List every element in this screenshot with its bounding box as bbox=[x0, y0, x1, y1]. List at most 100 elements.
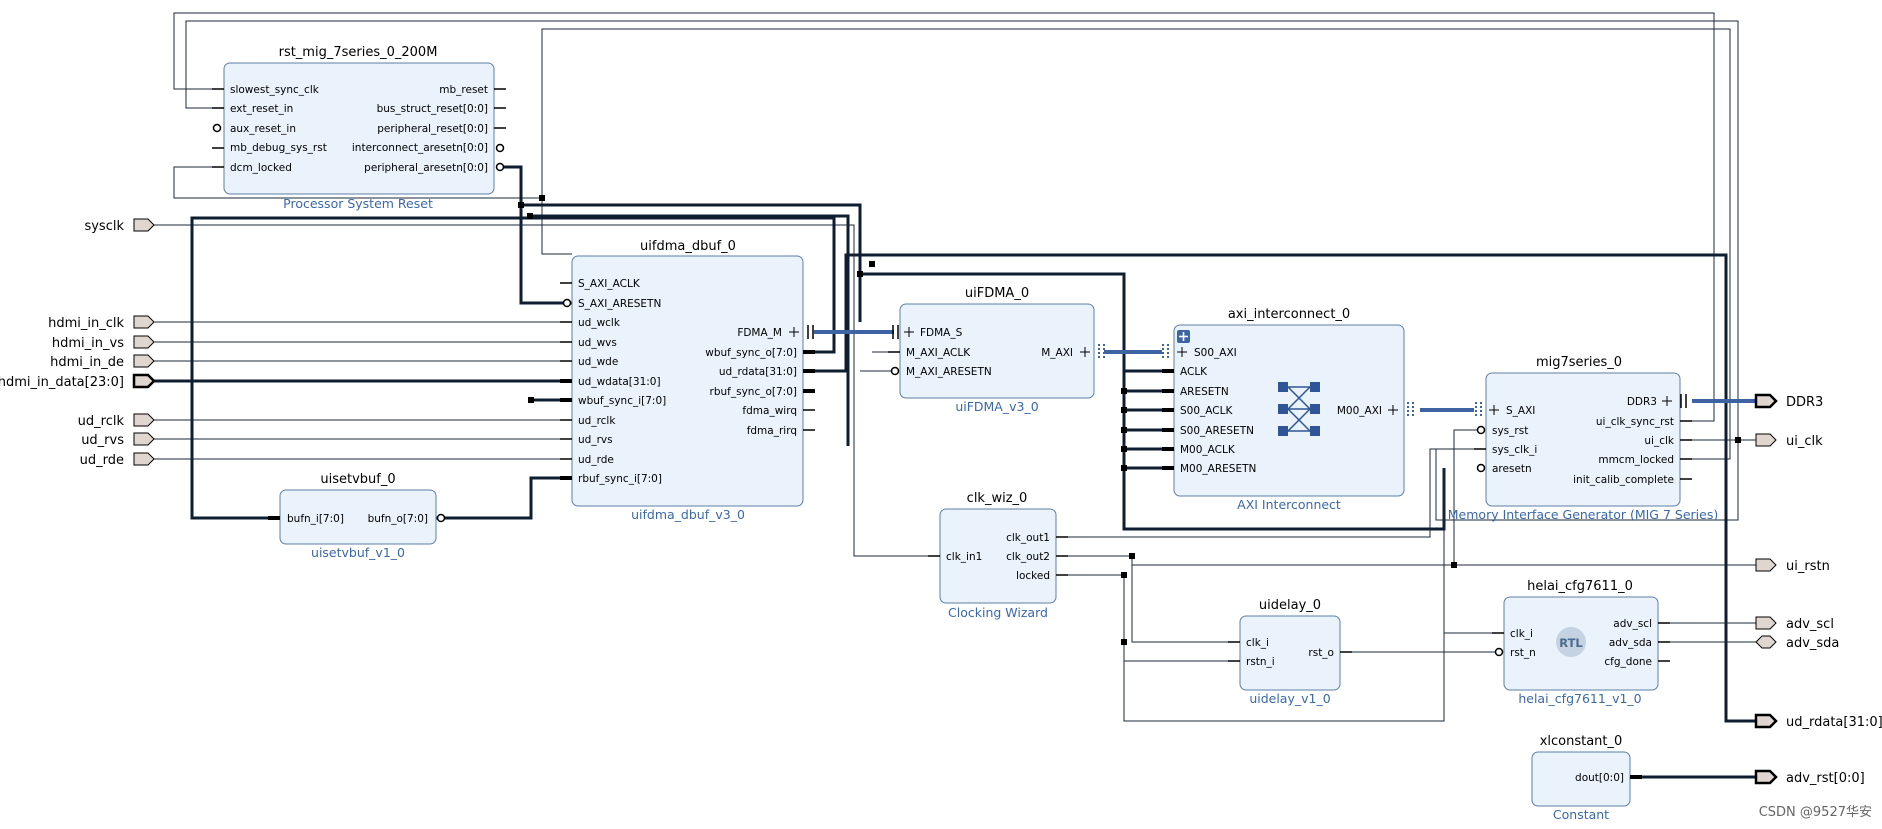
pin-mb-debug-sys-rst[interactable]: mb_debug_sys_rst bbox=[230, 142, 327, 154]
pin-rst-n[interactable]: rst_n bbox=[1510, 647, 1536, 659]
input-port-ud-rvs[interactable]: ud_rvs bbox=[81, 432, 155, 448]
pin-m-axi-aclk[interactable]: M_AXI_ACLK bbox=[906, 347, 971, 359]
pin-m00-aresetn[interactable]: M00_ARESETN bbox=[1180, 463, 1256, 475]
wire-peripheral-aresetn[interactable] bbox=[497, 165, 572, 305]
pin-aresetn[interactable]: ARESETN bbox=[1180, 386, 1229, 398]
pin-s00-axi[interactable]: S00_AXI bbox=[1194, 347, 1237, 359]
pin-ext-reset-in[interactable]: ext_reset_in bbox=[230, 103, 293, 115]
pin-clk-in1[interactable]: clk_in1 bbox=[946, 551, 982, 563]
output-port-ui-rstn[interactable]: ui_rstn bbox=[1755, 558, 1830, 574]
pin-fdma-wirq[interactable]: fdma_wirq bbox=[742, 405, 797, 417]
pin-aux-reset-in[interactable]: aux_reset_in bbox=[230, 123, 296, 135]
wire-locked[interactable] bbox=[1056, 468, 1445, 722]
pin-wbuf-sync-i[interactable]: wbuf_sync_i[7:0] bbox=[578, 395, 666, 407]
wire-aresetn-3[interactable] bbox=[530, 214, 850, 446]
pin-clk-out2[interactable]: clk_out2 bbox=[1006, 551, 1050, 563]
pin-ud-rdata[interactable]: ud_rdata[31:0] bbox=[719, 366, 797, 378]
plus-icon[interactable] bbox=[904, 327, 914, 337]
pin-clk-out1[interactable]: clk_out1 bbox=[1006, 532, 1050, 544]
pin-ud-wvs[interactable]: ud_wvs bbox=[578, 337, 617, 349]
pin-s00-aresetn[interactable]: S00_ARESETN bbox=[1180, 425, 1254, 437]
wire-ui-clk-to-rst[interactable] bbox=[185, 20, 1739, 440]
pin-m00-axi[interactable]: M00_AXI bbox=[1337, 405, 1382, 417]
output-port-adv-scl[interactable]: adv_scl bbox=[1755, 616, 1834, 632]
plus-icon[interactable] bbox=[1662, 396, 1672, 406]
pin-s-axi-aresetn[interactable]: S_AXI_ARESETN bbox=[578, 298, 661, 310]
plus-icon[interactable] bbox=[1388, 405, 1398, 415]
pin-locked[interactable]: locked bbox=[1016, 570, 1050, 582]
pin-clk-i[interactable]: clk_i bbox=[1246, 637, 1269, 649]
pin-fdma-rirq[interactable]: fdma_rirq bbox=[747, 425, 797, 437]
pin-peripheral-reset[interactable]: peripheral_reset[0:0] bbox=[377, 123, 488, 135]
wire-ui-rstn-2[interactable] bbox=[1453, 429, 1480, 565]
pin-adv-sda[interactable]: adv_sda bbox=[1609, 637, 1652, 649]
wire-ui-clk-sync-rst[interactable] bbox=[173, 12, 1715, 422]
pin-fdma-m[interactable]: FDMA_M bbox=[737, 327, 782, 339]
plus-icon[interactable] bbox=[1489, 405, 1499, 415]
pin-bus-struct-reset[interactable]: bus_struct_reset[0:0] bbox=[377, 103, 488, 115]
input-port-hdmi-in-data[interactable]: hdmi_in_data[23:0] bbox=[0, 373, 156, 390]
pin-adv-scl[interactable]: adv_scl bbox=[1613, 618, 1652, 630]
block-uifdma-dbuf[interactable]: uifdma_dbuf_0 uifdma_dbuf_v3_0 S_AXI_ACL… bbox=[560, 239, 815, 522]
output-port-adv-rst[interactable]: adv_rst[0:0] bbox=[1754, 769, 1865, 786]
pin-mb-reset[interactable]: mb_reset bbox=[439, 84, 488, 96]
pin-fdma-s[interactable]: FDMA_S bbox=[920, 327, 963, 339]
pin-ud-wdata[interactable]: ud_wdata[31:0] bbox=[578, 376, 661, 388]
input-port-hdmi-in-clk[interactable]: hdmi_in_clk bbox=[48, 315, 155, 331]
pin-m00-aclk[interactable]: M00_ACLK bbox=[1180, 444, 1236, 456]
pin-s00-aclk[interactable]: S00_ACLK bbox=[1180, 405, 1233, 417]
output-port-ud-rdata[interactable]: ud_rdata[31:0] bbox=[1754, 713, 1882, 730]
pin-rbuf-sync-o[interactable]: rbuf_sync_o[7:0] bbox=[710, 386, 797, 398]
pin-ud-rvs[interactable]: ud_rvs bbox=[578, 434, 613, 446]
block-mig[interactable]: mig7series_0 Memory Interface Generator … bbox=[1448, 355, 1718, 522]
wire-sysclk[interactable] bbox=[154, 224, 940, 557]
pin-rstn-i[interactable]: rstn_i bbox=[1246, 656, 1275, 668]
input-port-sysclk[interactable]: sysclk bbox=[84, 218, 155, 234]
block-clk-wiz[interactable]: clk_wiz_0 Clocking Wizard clk_in1 clk_ou… bbox=[928, 491, 1068, 620]
output-port-ddr3[interactable]: DDR3 bbox=[1754, 393, 1823, 410]
pin-s-axi[interactable]: S_AXI bbox=[1506, 405, 1535, 417]
plus-icon[interactable] bbox=[1177, 347, 1187, 357]
pin-wbuf-sync-o[interactable]: wbuf_sync_o[7:0] bbox=[705, 347, 797, 359]
pin-cfg-done[interactable]: cfg_done bbox=[1604, 656, 1652, 668]
pin-dout[interactable]: dout[0:0] bbox=[1575, 772, 1624, 784]
input-port-hdmi-in-vs[interactable]: hdmi_in_vs bbox=[52, 335, 155, 351]
wire-bufn-o[interactable] bbox=[436, 476, 572, 520]
pin-rst-o[interactable]: rst_o bbox=[1308, 647, 1334, 659]
pin-s-axi-aclk[interactable]: S_AXI_ACLK bbox=[578, 278, 641, 290]
block-xlconstant[interactable]: xlconstant_0 Constant dout[0:0] bbox=[1531, 734, 1642, 822]
wire-wbuf-sync[interactable] bbox=[190, 216, 836, 520]
pin-ui-clk[interactable]: ui_clk bbox=[1644, 435, 1675, 447]
pin-bufn-i[interactable]: bufn_i[7:0] bbox=[287, 513, 344, 525]
block-uidelay[interactable]: uidelay_0 uidelay_v1_0 clk_i rstn_i rst_… bbox=[1228, 598, 1352, 706]
block-uisetvbuf[interactable]: uisetvbuf_0 uisetvbuf_v1_0 bufn_i[7:0] b… bbox=[268, 472, 446, 560]
pin-interconnect-aresetn[interactable]: interconnect_aresetn[0:0] bbox=[352, 142, 488, 154]
pin-sys-clk-i[interactable]: sys_clk_i bbox=[1492, 444, 1537, 456]
pin-rbuf-sync-i[interactable]: rbuf_sync_i[7:0] bbox=[578, 473, 662, 485]
block-uifdma[interactable]: uiFDMA_0 uiFDMA_v3_0 FDMA_S M_AXI_ACLK M… bbox=[888, 286, 1105, 414]
pin-mmcm-locked[interactable]: mmcm_locked bbox=[1598, 454, 1674, 466]
pin-ud-wde[interactable]: ud_wde bbox=[578, 356, 618, 368]
wire-clk-out1[interactable] bbox=[1056, 448, 1486, 538]
pin-bufn-o[interactable]: bufn_o[7:0] bbox=[368, 513, 428, 525]
block-axi-interconnect[interactable]: axi_interconnect_0 AXI Interconnect S00_… bbox=[1162, 307, 1414, 512]
pin-m-axi[interactable]: M_AXI bbox=[1041, 347, 1073, 359]
plus-icon[interactable] bbox=[789, 327, 799, 337]
pin-ud-rde[interactable]: ud_rde bbox=[578, 454, 614, 466]
pin-ddr3[interactable]: DDR3 bbox=[1627, 396, 1657, 408]
pin-sys-rst[interactable]: sys_rst bbox=[1492, 425, 1528, 437]
wire-clk-out2[interactable] bbox=[1056, 555, 1238, 643]
pin-aresetn[interactable]: aresetn bbox=[1492, 463, 1532, 475]
pin-init-calib-complete[interactable]: init_calib_complete bbox=[1573, 474, 1674, 486]
block-helai[interactable]: helai_cfg7611_0 helai_cfg7611_v1_0 clk_i… bbox=[1492, 579, 1670, 706]
pin-aclk[interactable]: ACLK bbox=[1180, 366, 1208, 378]
pin-clk-i[interactable]: clk_i bbox=[1510, 628, 1533, 640]
pin-ud-rclk[interactable]: ud_rclk bbox=[578, 415, 616, 427]
block-rst-mig[interactable]: rst_mig_7series_0_200M Processor System … bbox=[212, 45, 506, 211]
expand-icon[interactable] bbox=[1177, 330, 1190, 343]
pin-slowest-sync-clk[interactable]: slowest_sync_clk bbox=[230, 84, 320, 96]
pin-ud-wclk[interactable]: ud_wclk bbox=[578, 317, 621, 329]
input-port-hdmi-in-de[interactable]: hdmi_in_de bbox=[50, 354, 155, 370]
output-port-adv-sda[interactable]: adv_sda bbox=[1755, 635, 1839, 651]
